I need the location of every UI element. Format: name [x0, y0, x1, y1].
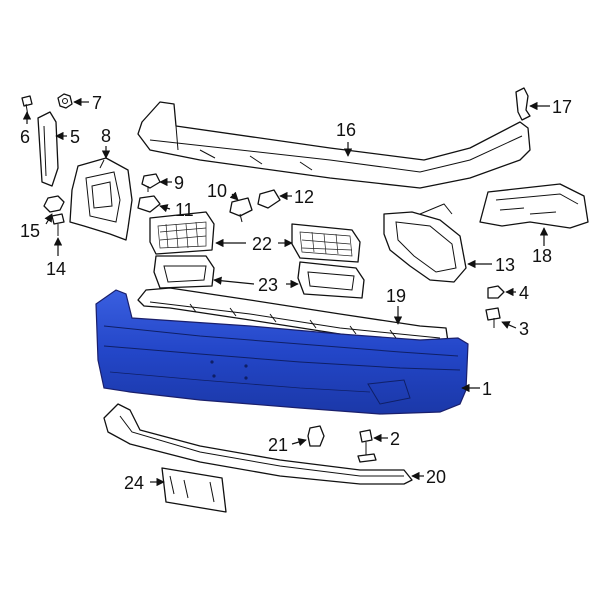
part-22-grille-left[interactable] — [149, 211, 215, 255]
part-18-end-cap[interactable] — [479, 183, 589, 229]
part-16-upper-cover[interactable] — [137, 101, 531, 189]
callout-18: 18 — [532, 246, 552, 266]
callout-9: 9 — [174, 173, 184, 193]
callout-11: 11 — [175, 200, 194, 220]
callout-1: 1 — [482, 379, 492, 399]
part-15-nut[interactable] — [43, 195, 65, 213]
part-20-air-dam[interactable] — [103, 403, 413, 485]
callout-6: 6 — [20, 127, 30, 147]
part-10-fastener[interactable] — [229, 197, 253, 223]
callout-24: 24 — [124, 473, 144, 493]
callout-21: 21 — [268, 435, 288, 455]
callout-15: 15 — [20, 221, 40, 241]
leader-lines — [22, 97, 550, 487]
callout-17: 17 — [552, 97, 572, 117]
callout-14: 14 — [46, 259, 66, 279]
part-23-trim-right[interactable] — [297, 261, 365, 299]
part-14-bolt[interactable] — [51, 213, 65, 236]
callout-23: 23 — [258, 275, 278, 295]
part-9-clip[interactable] — [141, 173, 161, 192]
part-24-plate-bracket[interactable] — [161, 467, 227, 513]
callout-12: 12 — [294, 187, 314, 207]
callout-5: 5 — [70, 127, 80, 147]
part-22-grille-right[interactable] — [291, 223, 361, 263]
part-4-nut[interactable] — [487, 285, 505, 299]
callout-13: 13 — [495, 255, 515, 275]
part-17-bracket[interactable] — [515, 87, 531, 121]
callout-3: 3 — [519, 319, 529, 339]
callout-10: 10 — [207, 181, 227, 201]
part-21-clip[interactable] — [307, 425, 325, 447]
part-11-clip[interactable] — [137, 195, 161, 213]
part-6-push-pin[interactable] — [21, 95, 33, 117]
part-3-bolt[interactable] — [485, 307, 501, 328]
part-12-clip[interactable] — [257, 189, 281, 209]
callout-16: 16 — [336, 120, 356, 140]
callout-4: 4 — [519, 283, 529, 303]
callout-22: 22 — [252, 234, 272, 254]
part-5-side-bracket[interactable] — [37, 111, 59, 187]
part-1-bumper-highlighted[interactable] — [95, 289, 469, 415]
part-19-reinforcement[interactable] — [137, 287, 449, 347]
callout-20: 20 — [426, 467, 446, 487]
callout-2: 2 — [390, 429, 400, 449]
callout-labels: 1 2 3 4 5 6 7 8 9 10 11 12 13 14 15 16 1… — [20, 93, 572, 493]
part-7-nut[interactable] — [57, 93, 73, 109]
callout-7: 7 — [92, 93, 102, 113]
part-23-trim-left[interactable] — [153, 255, 215, 289]
part-13-support-bracket[interactable] — [383, 203, 467, 283]
callout-8: 8 — [101, 126, 111, 146]
part-8-mounting-bracket[interactable] — [69, 157, 133, 241]
callout-19: 19 — [386, 286, 406, 306]
part-2-bolt[interactable] — [357, 429, 377, 463]
